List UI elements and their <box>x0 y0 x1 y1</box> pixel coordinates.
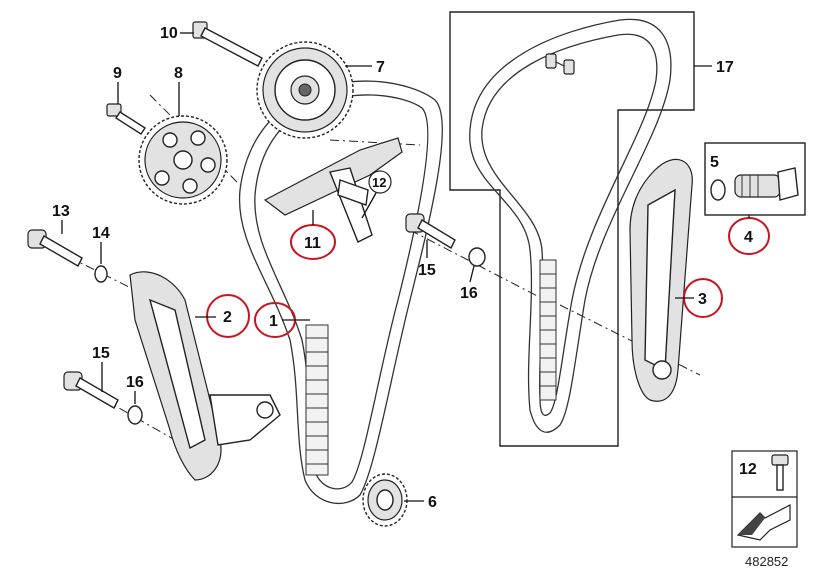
callout-5[interactable]: 5 <box>710 154 719 171</box>
svg-text:16: 16 <box>126 374 144 391</box>
camshaft-adjuster-sprocket-7[interactable] <box>256 41 354 139</box>
callout-15-right[interactable]: 15 <box>418 240 436 279</box>
svg-text:14: 14 <box>92 225 110 242</box>
callout-17[interactable]: 17 <box>694 59 734 76</box>
guide-rail-11[interactable] <box>263 137 403 243</box>
timing-chain-17[interactable] <box>469 18 672 433</box>
timing-chain-1[interactable] <box>238 80 443 504</box>
svg-text:15: 15 <box>418 262 436 279</box>
callout-7[interactable]: 7 <box>345 59 385 76</box>
svg-text:6: 6 <box>428 494 437 511</box>
svg-text:8: 8 <box>174 65 183 82</box>
svg-text:3: 3 <box>698 291 707 308</box>
callout-1[interactable]: 1 <box>254 302 310 338</box>
legend-box <box>731 450 798 548</box>
svg-text:15: 15 <box>92 345 110 362</box>
svg-text:17: 17 <box>716 59 734 76</box>
chain-tensioner-box-4[interactable] <box>704 142 806 216</box>
callout-6[interactable]: 6 <box>404 494 437 511</box>
svg-text:11: 11 <box>304 235 321 252</box>
sprocket-8[interactable] <box>138 115 228 205</box>
sealing-ring-14[interactable] <box>94 265 108 283</box>
svg-text:10: 10 <box>160 25 178 42</box>
chain-assembly-box-17 <box>449 11 695 447</box>
callout-4[interactable]: 4 <box>728 215 770 255</box>
callout-13[interactable]: 13 <box>52 203 70 234</box>
sealing-ring-16-left[interactable] <box>127 405 143 425</box>
bolt-9[interactable] <box>106 103 146 135</box>
callout-3[interactable]: 3 <box>675 278 723 318</box>
callout-11[interactable]: 11 <box>290 210 336 260</box>
svg-text:7: 7 <box>376 59 385 76</box>
callout-10[interactable]: 10 <box>160 25 194 42</box>
callout-12[interactable]: 12 <box>361 170 392 219</box>
svg-text:1: 1 <box>269 313 278 330</box>
svg-text:5: 5 <box>710 154 719 171</box>
callout-8[interactable]: 8 <box>174 65 183 116</box>
callout-2[interactable]: 2 <box>195 294 250 338</box>
bolt-10[interactable] <box>192 21 263 67</box>
svg-text:4: 4 <box>744 229 753 246</box>
svg-text:2: 2 <box>223 309 232 326</box>
crankshaft-sprocket-6[interactable] <box>362 473 408 527</box>
bolt-15-left[interactable] <box>63 371 119 409</box>
callout-14[interactable]: 14 <box>92 225 110 264</box>
chain-tensioner <box>734 167 799 201</box>
sealing-ring-16-right[interactable] <box>468 247 486 267</box>
callout-16-right[interactable]: 16 <box>460 265 478 302</box>
chain-links-17 <box>539 259 557 401</box>
reuse-arrow-icon <box>736 504 791 541</box>
svg-text:12: 12 <box>372 175 386 190</box>
tensioner-rail-3[interactable] <box>629 158 693 402</box>
bolt-15-right[interactable] <box>405 213 456 249</box>
svg-text:9: 9 <box>113 65 122 82</box>
bolt-13[interactable] <box>27 229 83 267</box>
callout-9[interactable]: 9 <box>113 65 122 104</box>
legend-bolt-icon <box>771 454 789 491</box>
svg-text:13: 13 <box>52 203 70 220</box>
chain-links-1 <box>305 324 329 476</box>
diagram-reference-number: 482852 <box>745 554 788 569</box>
callout-16-left[interactable]: 16 <box>126 374 144 404</box>
sealing-ring-5 <box>710 179 726 201</box>
tensioner-rail-2[interactable] <box>129 271 281 481</box>
chain-connector-link <box>545 53 575 75</box>
callout-15-left[interactable]: 15 <box>92 345 110 392</box>
svg-text:16: 16 <box>460 285 478 302</box>
legend-part-number: 12 <box>739 461 757 478</box>
